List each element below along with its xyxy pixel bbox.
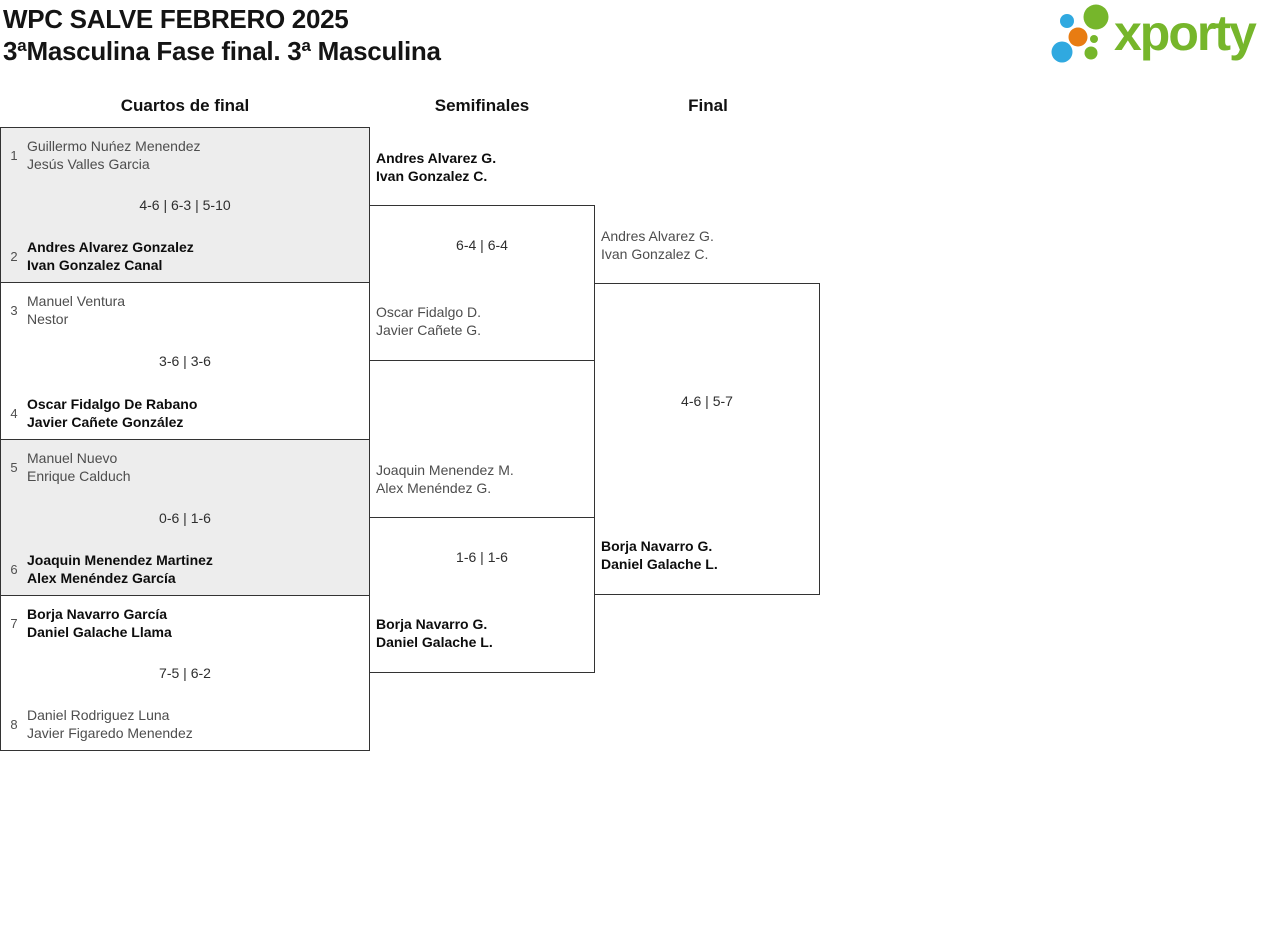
sf-match-2: Joaquin Menendez M. Alex Menéndez G. 1-6…: [369, 462, 595, 673]
match-score: 7-5 | 6-2: [159, 665, 211, 681]
team-names: Guillermo Nuńez Menendez Jesús Valles Ga…: [27, 137, 201, 173]
round-header-quarterfinals: Cuartos de final: [120, 96, 250, 115]
team-row: 4 Oscar Fidalgo De Rabano Javier Cañete …: [1, 395, 369, 431]
team-names: Oscar Fidalgo De Rabano Javier Cañete Go…: [27, 395, 197, 431]
player-name: Oscar Fidalgo De Rabano: [27, 396, 198, 412]
logo-dot-blue-small: [1060, 14, 1074, 28]
team-names: Oscar Fidalgo D. Javier Cañete G.: [376, 303, 481, 339]
team-names: Joaquin Menendez Martinez Alex Menéndez …: [27, 551, 213, 587]
player-name: Andres Alvarez G.: [601, 228, 714, 244]
seed-number: 5: [10, 459, 18, 475]
team-row: 1 Guillermo Nuńez Menendez Jesús Valles …: [1, 137, 369, 173]
match-score: 3-6 | 3-6: [159, 353, 211, 369]
player-name: Daniel Galache L.: [601, 556, 718, 572]
logo-dot-green-large: [1083, 4, 1109, 30]
seed-number: 1: [10, 147, 18, 163]
match-score: 6-4 | 6-4: [456, 237, 508, 253]
match-score: 0-6 | 1-6: [159, 509, 211, 526]
player-name: Ivan Gonzalez C.: [601, 246, 709, 262]
team-names: Borja Navarro G. Daniel Galache L.: [376, 615, 493, 651]
player-name: Nestor: [27, 311, 69, 327]
seed-number: 2: [10, 248, 18, 264]
qf-match-2: 3 Manuel Ventura Nestor 3-6 | 3-6 4 Osca…: [0, 282, 370, 440]
team-names: Manuel Ventura Nestor: [27, 292, 125, 328]
team-row: 2 Andres Alvarez Gonzalez Ivan Gonzalez …: [1, 238, 369, 274]
player-name: Javier Cañete G.: [376, 322, 482, 338]
player-name: Borja Navarro García: [27, 606, 168, 622]
page-title-block: WPC SALVE FEBRERO 2025 3ªMasculina Fase …: [3, 3, 441, 67]
qf-match-4: 7 Borja Navarro García Daniel Galache Ll…: [0, 595, 370, 751]
team-names: Daniel Rodriguez Luna Javier Figaredo Me…: [27, 706, 193, 742]
seed-number: 6: [10, 561, 18, 577]
player-name: Daniel Galache Llama: [27, 624, 172, 640]
player-name: Borja Navarro G.: [601, 538, 713, 554]
player-name: Joaquin Menendez Martinez: [27, 552, 213, 568]
player-name: Javier Cañete González: [27, 414, 184, 430]
player-name: Javier Figaredo Menendez: [27, 725, 193, 741]
xporty-logo-mark: [1051, 4, 1109, 63]
seed-number: 4: [10, 405, 18, 421]
player-name: Jesús Valles Garcia: [27, 156, 150, 172]
player-name: Andres Alvarez Gonzalez: [27, 239, 194, 255]
page-title: WPC SALVE FEBRERO 2025: [3, 4, 349, 34]
player-name: Alex Menéndez García: [27, 570, 176, 586]
team-names: Borja Navarro G. Daniel Galache L.: [601, 537, 718, 573]
qf-match-1: 1 Guillermo Nuńez Menendez Jesús Valles …: [0, 127, 370, 283]
player-name: Ivan Gonzalez C.: [376, 168, 488, 184]
final-match: Andres Alvarez G. Ivan Gonzalez C. 4-6 |…: [594, 228, 820, 595]
match-score: 4-6 | 5-7: [681, 393, 733, 409]
player-name: Oscar Fidalgo D.: [376, 304, 482, 320]
seed-number: 8: [10, 716, 18, 732]
xporty-logo-text: xporty: [1114, 5, 1257, 61]
player-name: Daniel Galache L.: [376, 634, 493, 650]
player-name: Andres Alvarez G.: [376, 150, 497, 166]
seed-number: 3: [10, 302, 18, 318]
team-names: Borja Navarro García Daniel Galache Llam…: [27, 605, 172, 641]
team-names: Andres Alvarez G. Ivan Gonzalez C.: [376, 149, 496, 185]
team-names: Manuel Nuevo Enrique Calduch: [27, 449, 131, 485]
team-row: 5 Manuel Nuevo Enrique Calduch: [1, 449, 369, 485]
team-row: 6 Joaquin Menendez Martinez Alex Menénde…: [1, 551, 369, 587]
team-row: 3 Manuel Ventura Nestor: [1, 292, 369, 328]
team-row: 7 Borja Navarro García Daniel Galache Ll…: [1, 605, 369, 641]
player-name: Daniel Rodriguez Luna: [27, 707, 170, 723]
player-name: Joaquin Menendez M.: [376, 462, 514, 478]
round-header-semifinals: Semifinales: [434, 96, 530, 115]
qf-match-3: 5 Manuel Nuevo Enrique Calduch 0-6 | 1-6…: [0, 439, 370, 596]
player-name: Manuel Ventura: [27, 293, 126, 309]
player-name: Borja Navarro G.: [376, 616, 488, 632]
seed-number: 7: [10, 615, 18, 631]
sf-match-1: Andres Alvarez G. Ivan Gonzalez C. 6-4 |…: [369, 150, 595, 361]
player-name: Alex Menéndez G.: [376, 480, 492, 496]
round-header-final: Final: [688, 96, 728, 115]
match-score: 4-6 | 6-3 | 5-10: [139, 197, 231, 213]
logo-dot-blue-large: [1051, 41, 1073, 63]
team-names: Joaquin Menendez M. Alex Menéndez G.: [376, 461, 514, 497]
player-name: Ivan Gonzalez Canal: [27, 257, 163, 273]
team-names: Andres Alvarez Gonzalez Ivan Gonzalez Ca…: [27, 238, 194, 274]
page-subtitle: 3ªMasculina Fase final. 3ª Masculina: [3, 36, 441, 66]
player-name: Guillermo Nuńez Menendez: [27, 138, 201, 154]
logo-dot-green-small: [1084, 46, 1098, 60]
match-score: 1-6 | 1-6: [456, 549, 508, 565]
logo-dot-orange: [1068, 27, 1088, 47]
logo-dot-green-tiny: [1090, 35, 1098, 43]
team-row: 8 Daniel Rodriguez Luna Javier Figaredo …: [1, 706, 369, 742]
xporty-logo[interactable]: xporty: [1048, 2, 1257, 70]
player-name: Manuel Nuevo: [27, 450, 118, 466]
player-name: Enrique Calduch: [27, 468, 131, 484]
team-names: Andres Alvarez G. Ivan Gonzalez C.: [601, 227, 714, 263]
